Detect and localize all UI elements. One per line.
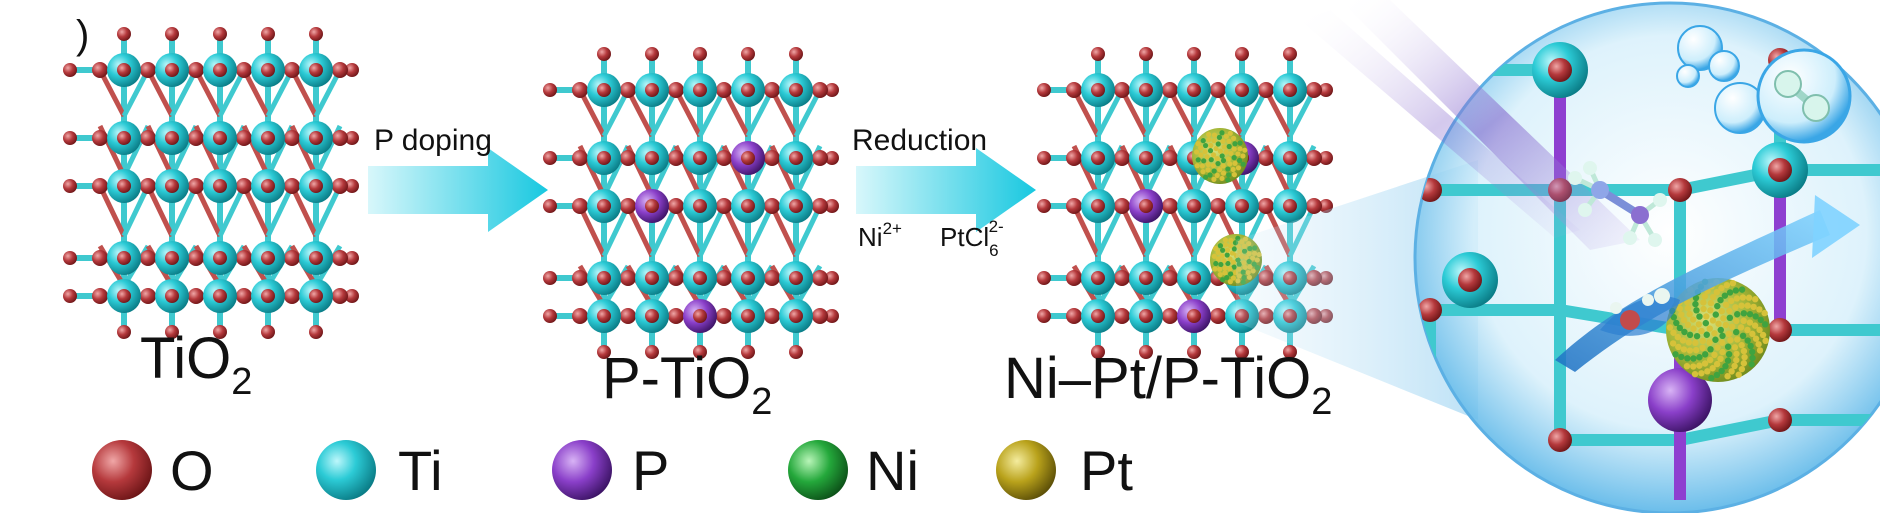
- pt-atom-icon: [996, 440, 1056, 500]
- ni-atom-icon: [788, 440, 848, 500]
- lattice-icon: [63, 27, 359, 339]
- molecule-icon: [1568, 161, 1667, 247]
- o-atom-icon: [92, 440, 152, 500]
- legend-item-pt: Pt: [996, 439, 1133, 502]
- svg-text:P: P: [632, 439, 669, 502]
- svg-text:Pt: Pt: [1080, 439, 1133, 502]
- stage-label: P-TiO2: [602, 346, 772, 423]
- h2-molecule-icon: [1774, 70, 1830, 122]
- legend-item-p: P: [552, 439, 669, 502]
- legend: O Ti P Ni Pt: [92, 439, 1133, 502]
- ti-atom-icon: [316, 440, 376, 500]
- legend-item-ti: Ti: [316, 439, 443, 502]
- light-beam-icon: [1300, 0, 1640, 250]
- zoom-sphere-icon: [1236, 1, 1880, 513]
- svg-text:Ti: Ti: [398, 439, 443, 502]
- arrow-icon: [856, 148, 1036, 232]
- stage-label: Ni–Pt/P-TiO2: [1004, 346, 1332, 423]
- nanoparticle-icon: [1192, 128, 1248, 184]
- panel-marker: ): [76, 13, 89, 57]
- arrow-label: Reduction: [852, 124, 987, 157]
- reagent-label: PtCl62-: [940, 217, 1004, 260]
- water-molecule-icon: [1610, 288, 1670, 330]
- legend-item-o: O: [92, 439, 214, 502]
- arrow-label: P doping: [374, 124, 492, 157]
- reagent-label: Ni2+: [858, 219, 902, 252]
- stage-label: TiO2: [140, 326, 252, 403]
- legend-item-ni: Ni: [788, 439, 919, 502]
- lattice-icon: [543, 47, 839, 359]
- p-atom-icon: [552, 440, 612, 500]
- svg-text:Ni: Ni: [866, 439, 919, 502]
- arrow-icon: [368, 148, 548, 232]
- svg-text:O: O: [170, 439, 214, 502]
